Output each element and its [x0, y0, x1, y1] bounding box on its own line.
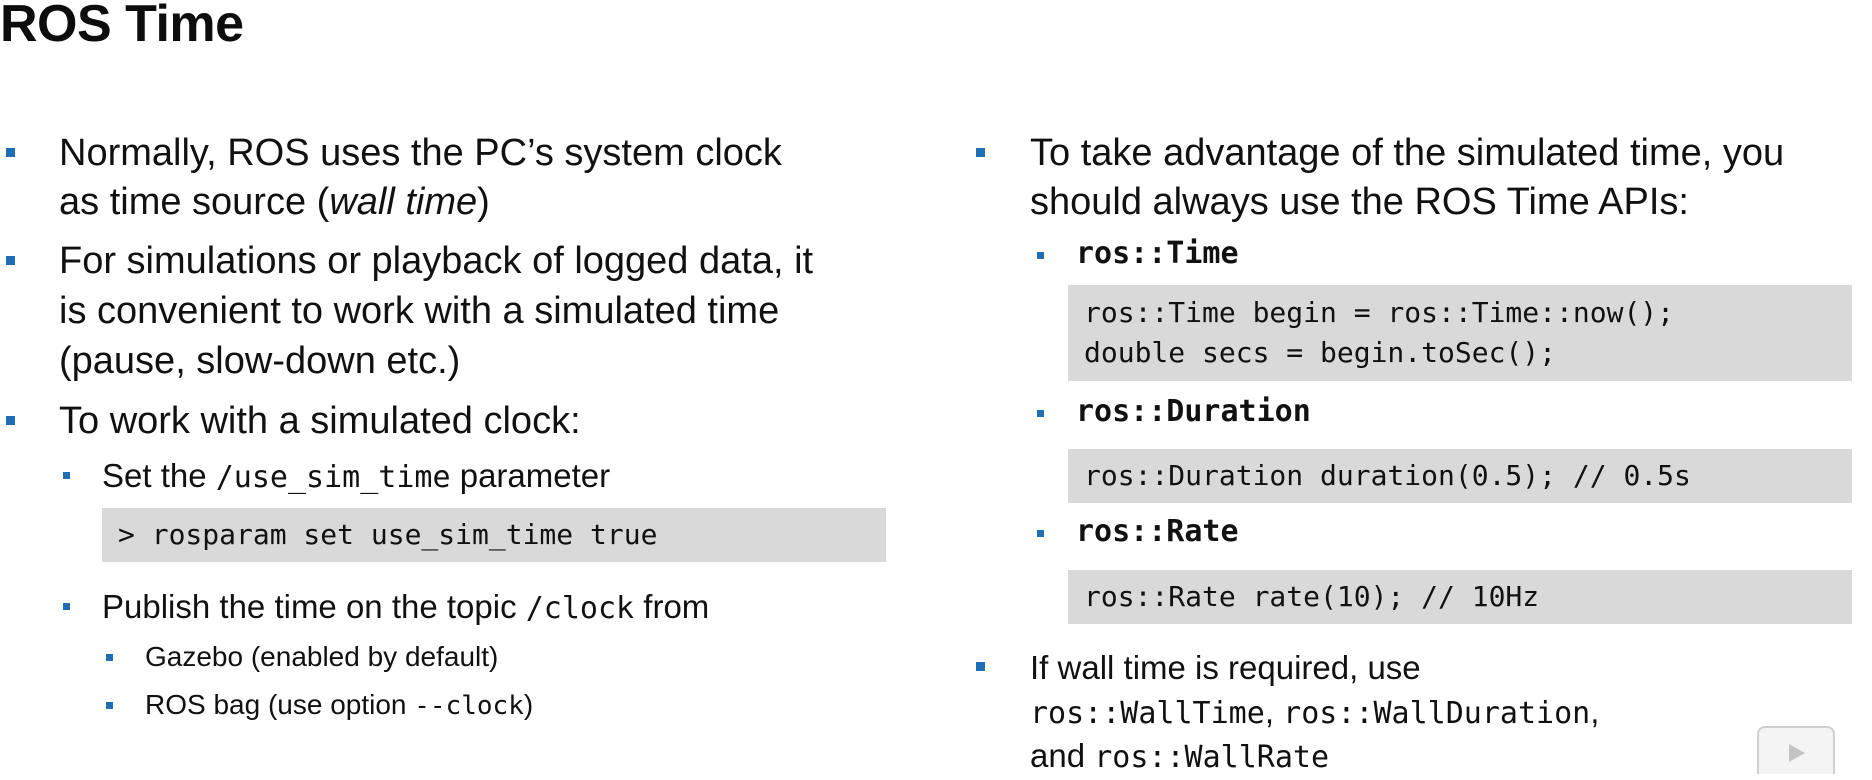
- bullet-icon: [1037, 410, 1044, 417]
- left-bullet1-line1: Normally, ROS uses the PC’s system clock: [59, 132, 782, 174]
- bullet-icon: [106, 654, 113, 661]
- bullet-icon: [106, 702, 113, 709]
- bullet-icon: [6, 148, 15, 157]
- sub-set-param: Set the /use_sim_time parameter: [102, 457, 611, 495]
- api-head-time: ros::Time: [1076, 236, 1239, 271]
- play-button[interactable]: [1757, 726, 1835, 774]
- bullet-icon: [63, 472, 70, 479]
- bullet-icon: [976, 662, 985, 671]
- subsub-rosbag: ROS bag (use option --clock): [145, 689, 534, 721]
- subsub-gazebo: Gazebo (enabled by default): [145, 641, 499, 672]
- right-bullet1-line1: To take advantage of the simulated time,…: [1030, 132, 1785, 174]
- page-title: ROS Time: [0, 0, 244, 53]
- right-bullet2-line1: If wall time is required, use: [1030, 649, 1421, 686]
- play-icon: [1789, 744, 1805, 762]
- left-bullet1-line2: as time source (wall time): [59, 181, 490, 223]
- right-bullet1-line2: should always use the ROS Time APIs:: [1030, 181, 1689, 223]
- left-bullet3-line1: To work with a simulated clock:: [59, 400, 581, 442]
- bullet-icon: [1037, 252, 1044, 259]
- right-bullet2-line3: and ros::WallRate: [1030, 737, 1330, 775]
- left-bullet2-line1: For simulations or playback of logged da…: [59, 240, 814, 282]
- api-head-duration: ros::Duration: [1076, 394, 1311, 429]
- bullet-icon: [6, 416, 15, 425]
- bullet-icon: [6, 256, 15, 265]
- rosparam-command-box: > rosparam set use_sim_time true: [102, 508, 886, 562]
- sub-publish-clock: Publish the time on the topic /clock fro…: [102, 588, 710, 626]
- rate-code-box: ros::Rate rate(10); // 10Hz: [1068, 570, 1852, 624]
- duration-code-box: ros::Duration duration(0.5); // 0.5s: [1068, 449, 1852, 503]
- right-bullet2-line2: ros::WallTime, ros::WallDuration,: [1030, 693, 1600, 731]
- api-head-rate: ros::Rate: [1076, 514, 1239, 549]
- time-code-box: ros::Time begin = ros::Time::now();doubl…: [1068, 285, 1852, 381]
- left-bullet2-line3: (pause, slow-down etc.): [59, 340, 461, 382]
- bullet-icon: [976, 148, 985, 157]
- bullet-icon: [63, 603, 70, 610]
- bullet-icon: [1037, 530, 1044, 537]
- left-bullet2-line2: is convenient to work with a simulated t…: [59, 290, 780, 332]
